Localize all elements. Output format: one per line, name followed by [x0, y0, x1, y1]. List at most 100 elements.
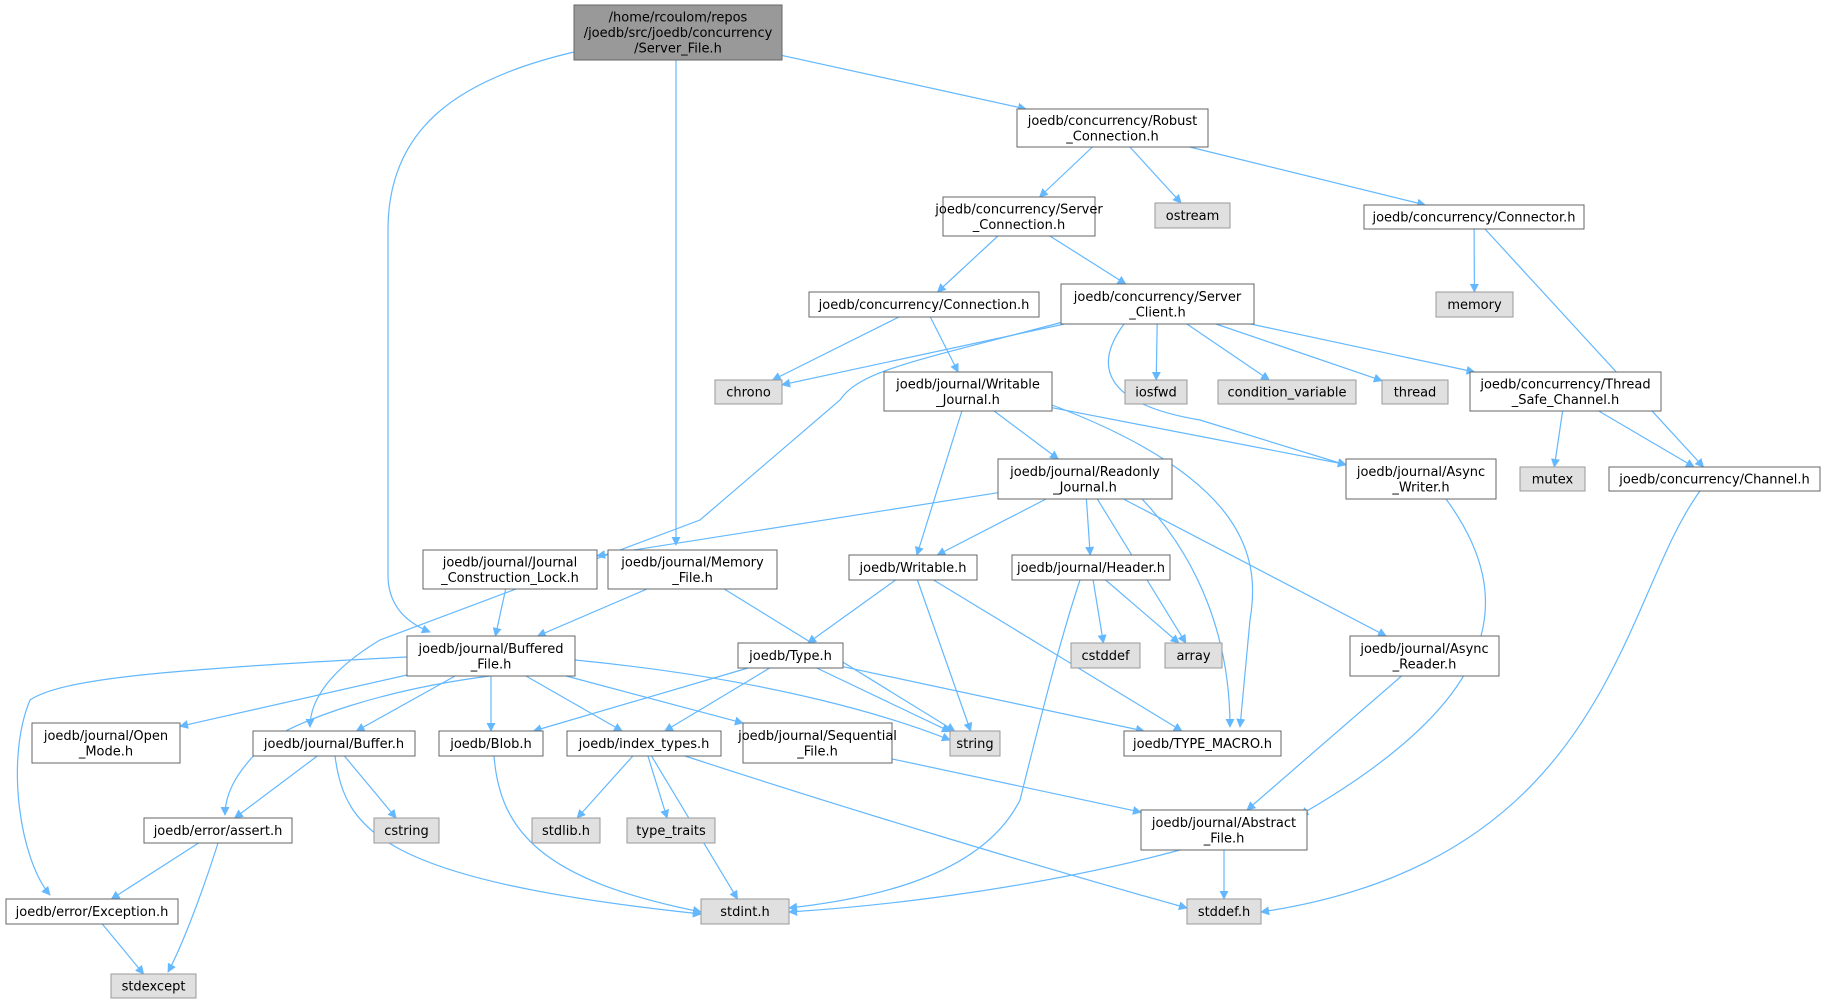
node-box [31, 722, 181, 764]
node-label: joedb/concurrency/Server [934, 202, 1103, 217]
node-chrono: chrono [714, 379, 783, 405]
node-jcl[interactable]: joedb/journal/Journal_Construction_Lock.… [422, 549, 598, 590]
node-header[interactable]: joedb/journal/Header.h [1011, 554, 1171, 581]
edge-header-to-array [1105, 579, 1180, 644]
node-box [1345, 458, 1497, 500]
node-iosfwd: iosfwd [1124, 379, 1188, 405]
node-label: joedb/journal/Journal [442, 555, 578, 570]
node-server_client[interactable]: joedb/concurrency/Server_Client.h [1060, 283, 1255, 325]
edge-type-to-index_types [664, 667, 771, 732]
node-label: joedb/journal/Open [43, 729, 168, 744]
node-box [373, 817, 440, 844]
node-connector[interactable]: joedb/concurrency/Connector.h [1363, 204, 1585, 230]
node-stddef: stddef.h [1186, 898, 1262, 925]
node-label: joedb/concurrency/Connector.h [1371, 211, 1575, 226]
edge-buffered-to-sequential [565, 675, 744, 726]
node-robust[interactable]: joedb/concurrency/Robust_Connection.h [1016, 108, 1209, 148]
node-readonly_journal[interactable]: joedb/journal/Readonly_Journal.h [997, 458, 1173, 500]
node-thread_safe[interactable]: joedb/concurrency/Thread_Safe_Channel.h [1469, 371, 1662, 412]
node-writable[interactable]: joedb/Writable.h [848, 554, 978, 581]
node-label: _Mode.h [78, 744, 133, 759]
node-box [422, 549, 598, 590]
edge-server_conn-to-connection [936, 235, 999, 293]
edge-buffered-to-index_types [525, 675, 623, 732]
node-root[interactable]: /home/rcoulom/repos/joedb/src/joedb/conc… [573, 4, 783, 61]
node-label: _File.h [1203, 831, 1245, 846]
edge-memory_file-to-buffered [536, 588, 648, 637]
edge-writable_journal-to-async_writer [1051, 407, 1347, 468]
node-box [714, 379, 783, 405]
node-label: joedb/Writable.h [859, 561, 967, 576]
node-label: joedb/concurrency/Robust [1027, 114, 1198, 129]
node-channel[interactable]: joedb/concurrency/Channel.h [1608, 466, 1821, 492]
edge-exception-to-stdexcept [101, 923, 145, 975]
node-box [737, 642, 844, 669]
edge-buffer-to-cstring [343, 755, 397, 819]
node-box [573, 4, 783, 61]
edge-jcl-to-buffered [492, 588, 507, 637]
node-abstract_file[interactable]: joedb/journal/Abstract_File.h [1140, 809, 1308, 851]
edge-writable-to-type [807, 579, 896, 644]
node-layer: /home/rcoulom/repos/joedb/src/joedb/conc… [5, 4, 1821, 999]
node-memory_file[interactable]: joedb/journal/Memory_File.h [607, 549, 778, 590]
node-label: chrono [726, 386, 771, 401]
node-writable_journal[interactable]: joedb/journal/Writable_Journal.h [883, 371, 1053, 412]
node-thread: thread [1381, 379, 1449, 405]
node-label: memory [1447, 298, 1502, 313]
node-label: joedb/concurrency/Server [1073, 290, 1242, 305]
node-label: joedb/journal/Memory [620, 555, 764, 570]
node-label: stddef.h [1198, 905, 1250, 920]
node-label: _Construction_Lock.h [440, 571, 579, 586]
node-label: _Connection.h [972, 218, 1065, 233]
edge-server_conn-to-server_client [1049, 235, 1127, 285]
node-box [808, 291, 1040, 318]
node-box [607, 549, 778, 590]
edge-robust-to-server_conn [1038, 146, 1093, 198]
edge-server_client-to-condition_variable [1186, 323, 1271, 381]
edge-header-to-stdint [788, 579, 1081, 912]
node-label: _File.h [796, 744, 838, 759]
node-box [1123, 730, 1282, 757]
node-ostream: ostream [1154, 202, 1231, 229]
node-label: joedb/journal/Readonly [1009, 465, 1160, 480]
node-sequential[interactable]: joedb/journal/Sequential_File.h [737, 722, 897, 764]
node-buffer[interactable]: joedb/journal/Buffer.h [252, 730, 416, 757]
node-string: string [949, 730, 1001, 757]
node-label: _Safe_Channel.h [1511, 393, 1620, 408]
edge-buffered-to-open_mode [179, 674, 408, 729]
node-box [5, 898, 179, 925]
node-buffered[interactable]: joedb/journal/Buffered_File.h [406, 635, 576, 677]
edge-index_types-to-stdlib [576, 755, 634, 819]
node-type_macro[interactable]: joedb/TYPE_MACRO.h [1123, 730, 1282, 757]
edge-buffered-to-buffer [355, 675, 456, 732]
node-label: joedb/concurrency/Thread [1479, 377, 1650, 392]
node-connection[interactable]: joedb/concurrency/Connection.h [808, 291, 1040, 318]
node-label: _Journal.h [935, 393, 1000, 408]
node-exception[interactable]: joedb/error/Exception.h [5, 898, 179, 925]
node-label: _File.h [470, 657, 512, 672]
node-label: joedb/error/Exception.h [15, 905, 169, 920]
edge-readonly_journal-to-writable [936, 498, 1047, 556]
node-box [1164, 642, 1223, 669]
node-label: ostream [1166, 209, 1220, 224]
node-blob[interactable]: joedb/Blob.h [438, 730, 544, 757]
node-label: iosfwd [1135, 386, 1177, 401]
node-box [1060, 283, 1255, 325]
node-mutex: mutex [1519, 466, 1586, 492]
node-type_traits: type_traits [626, 817, 716, 844]
node-index_types[interactable]: joedb/index_types.h [566, 730, 722, 757]
node-async_writer[interactable]: joedb/journal/Async_Writer.h [1345, 458, 1497, 500]
node-box [1349, 635, 1500, 677]
edge-type-to-string [816, 667, 951, 733]
node-assert[interactable]: joedb/error/assert.h [143, 817, 293, 844]
node-type[interactable]: joedb/Type.h [737, 642, 844, 669]
edge-readonly_journal-to-type_macro [1141, 498, 1235, 728]
node-server_conn[interactable]: joedb/concurrency/Server_Connection.h [934, 196, 1103, 237]
edge-server_client-to-iosfwd [1151, 323, 1161, 381]
node-label: joedb/journal/Writable [895, 377, 1040, 392]
node-async_reader[interactable]: joedb/journal/Async_Reader.h [1349, 635, 1500, 677]
node-open_mode[interactable]: joedb/journal/Open_Mode.h [31, 722, 181, 764]
node-label: stdexcept [122, 980, 186, 995]
edge-robust-to-connector [1189, 146, 1427, 208]
edge-header-to-cstddef [1092, 579, 1107, 644]
